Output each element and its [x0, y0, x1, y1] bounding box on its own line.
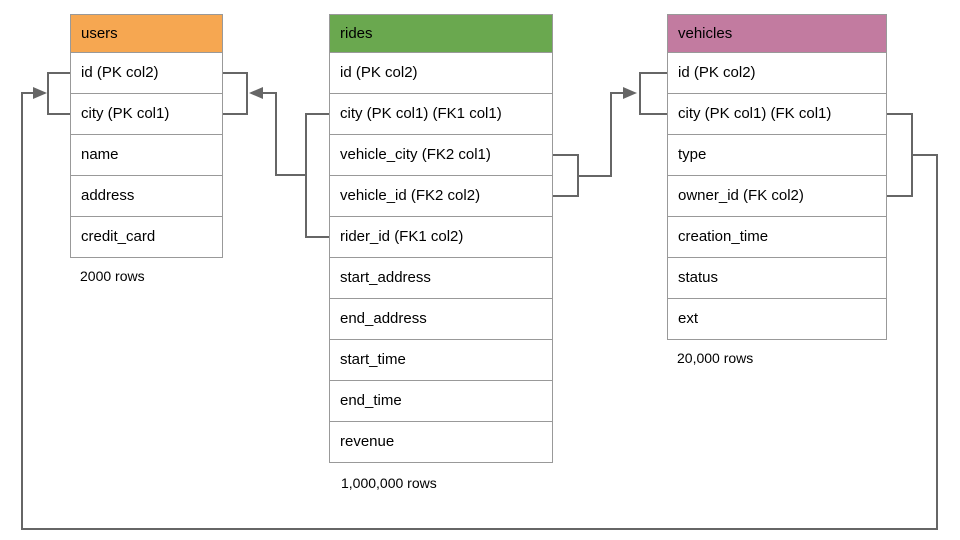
- table-column-row: start_time: [330, 340, 552, 381]
- table-column-row: status: [668, 258, 886, 299]
- fk-vehicles-to-users-line: [21, 92, 938, 530]
- table-column-row: owner_id (FK col2): [668, 176, 886, 217]
- table-column-row: credit_card: [71, 217, 222, 257]
- table-rides: rides id (PK col2)city (PK col1) (FK1 co…: [329, 14, 553, 463]
- rides-fk2-bracket-right: [553, 154, 579, 197]
- table-column-row: id (PK col2): [330, 53, 552, 94]
- table-vehicles: vehicles id (PK col2)city (PK col1) (FK …: [667, 14, 887, 340]
- fk2-arrowhead-icon: [623, 87, 637, 99]
- table-column-row: end_time: [330, 381, 552, 422]
- table-column-row: start_address: [330, 258, 552, 299]
- fk1-rides-to-users-line: [251, 92, 306, 176]
- fk2-rides-to-vehicles-line: [578, 92, 634, 177]
- users-pk-bracket-right: [223, 72, 248, 115]
- table-column-row: ext: [668, 299, 886, 339]
- table-column-row: type: [668, 135, 886, 176]
- table-users-rowcount: 2000 rows: [80, 268, 145, 284]
- table-column-row: city (PK col1): [71, 94, 222, 135]
- table-column-row: revenue: [330, 422, 552, 462]
- fk-arrowhead-icon: [33, 87, 47, 99]
- table-column-row: address: [71, 176, 222, 217]
- table-column-row: end_address: [330, 299, 552, 340]
- table-column-row: city (PK col1) (FK col1): [668, 94, 886, 135]
- table-rides-header: rides: [330, 15, 552, 53]
- fk1-arrowhead-icon: [249, 87, 263, 99]
- table-column-row: rider_id (FK1 col2): [330, 217, 552, 258]
- table-vehicles-rowcount: 20,000 rows: [677, 350, 754, 366]
- table-column-row: city (PK col1) (FK1 col1): [330, 94, 552, 135]
- table-column-row: id (PK col2): [71, 53, 222, 94]
- table-rides-rowcount: 1,000,000 rows: [341, 475, 437, 491]
- users-pk-bracket-left: [47, 72, 70, 115]
- vehicles-pk-bracket-left: [639, 72, 667, 115]
- table-column-row: vehicle_id (FK2 col2): [330, 176, 552, 217]
- table-column-row: name: [71, 135, 222, 176]
- table-vehicles-columns: id (PK col2)city (PK col1) (FK col1)type…: [668, 53, 886, 339]
- table-users-header: users: [71, 15, 222, 53]
- vehicles-fk-bracket-right: [887, 113, 913, 197]
- rides-fk1-bracket-left: [305, 113, 329, 238]
- table-rides-columns: id (PK col2)city (PK col1) (FK1 col1)veh…: [330, 53, 552, 462]
- table-column-row: id (PK col2): [668, 53, 886, 94]
- table-column-row: vehicle_city (FK2 col1): [330, 135, 552, 176]
- table-vehicles-header: vehicles: [668, 15, 886, 53]
- table-column-row: creation_time: [668, 217, 886, 258]
